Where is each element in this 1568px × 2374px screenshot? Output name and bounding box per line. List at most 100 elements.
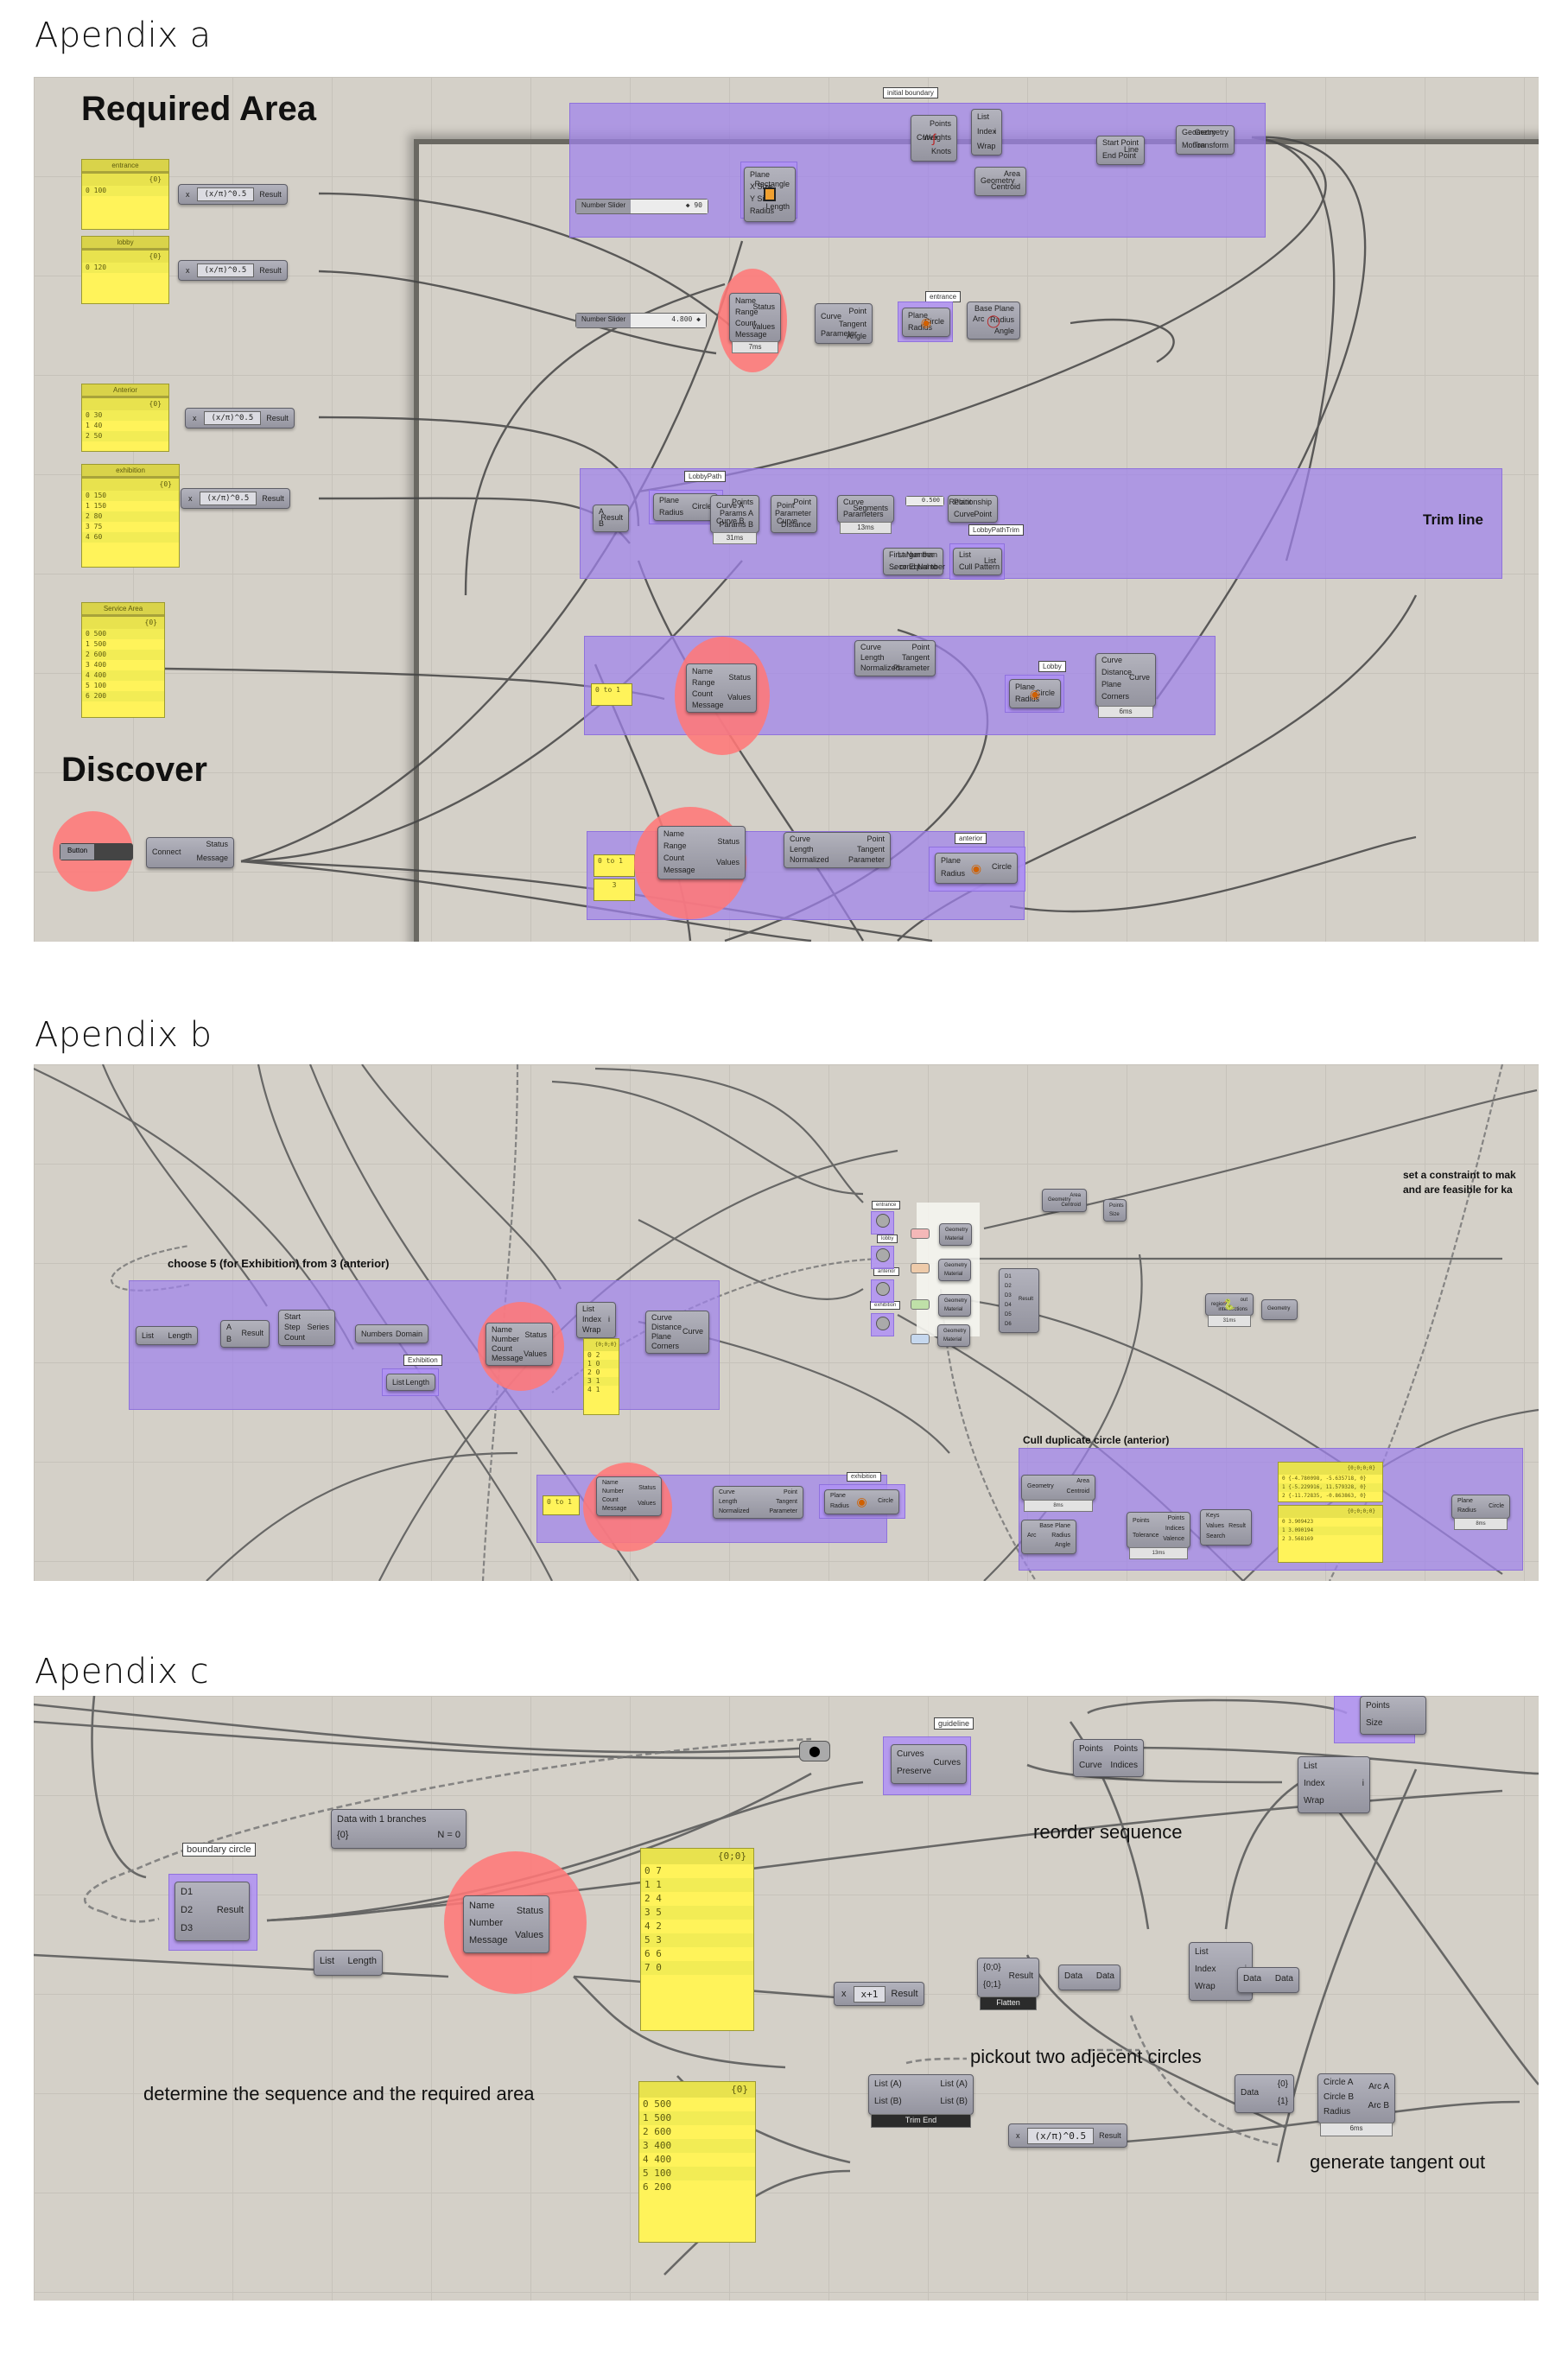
range-input-lobby[interactable]: 0 to 1 xyxy=(591,683,632,706)
circle-component-lobby[interactable]: Plane Radius Circle ◉ xyxy=(1009,679,1061,708)
custom-preview-2[interactable]: Geometry Material xyxy=(938,1259,971,1281)
evaluate-length-component-1[interactable]: Curve Length Normalized Point Tangent Pa… xyxy=(854,640,936,676)
point-list-component-b[interactable]: Points Size xyxy=(1103,1199,1127,1222)
bounds-component[interactable]: Numbers Domain xyxy=(355,1324,429,1343)
discover-button[interactable]: Button xyxy=(60,843,134,860)
merge-component-b[interactable]: D1 D2 D3 D4 D5 D6 Result xyxy=(999,1268,1039,1333)
circle-component-anterior[interactable]: Plane Radius Circle ◉ xyxy=(935,853,1018,884)
curve-curve-intersection-component[interactable]: Curve A Curve B Points Params A Params B… xyxy=(710,495,759,544)
circle-component-lobbypath[interactable]: Plane Radius Circle xyxy=(653,493,718,521)
offset-curve-component-b[interactable]: Curve Distance Plane Corners Curve xyxy=(645,1311,709,1354)
circle-component-entrance[interactable]: Plane Radius Circle ◉ xyxy=(902,308,950,337)
list-length-component-b1[interactable]: List Length xyxy=(136,1326,198,1345)
range-input-anterior[interactable]: 0 to 1 xyxy=(594,854,635,877)
gene-pool-component-1[interactable]: Name Range Count Message Status Values 7… xyxy=(729,293,781,353)
custom-preview-4[interactable]: Geometry Material xyxy=(937,1324,970,1347)
data-param-1[interactable]: Data Data xyxy=(1058,1965,1120,1990)
rectangle-component[interactable]: Plane X Size Y Size Radius Rectangle Len… xyxy=(744,167,796,222)
line-component[interactable]: Start Point End Point Line xyxy=(1096,136,1145,165)
gene-pool-component-2[interactable]: Name Range Count Message Status Values xyxy=(686,663,757,713)
panel-entrance[interactable]: entrance {0} 0 100 xyxy=(81,159,169,230)
deconstruct-arc-component[interactable]: Arc Base Plane Radius Angle ◯ xyxy=(967,302,1020,340)
data-tree-viewer[interactable]: Data with 1 branches {0} N = 0 xyxy=(331,1809,467,1849)
evaluate-length-component-2[interactable]: Curve Length Normalized Point Tangent Pa… xyxy=(784,832,891,868)
canvas-appendix-b[interactable]: choose 5 (for Exhibition) from 3 (anteri… xyxy=(34,1064,1539,1581)
custom-preview-1[interactable]: Geometry Material xyxy=(939,1223,972,1246)
data-param-2[interactable]: Data Data xyxy=(1237,1967,1299,1993)
list-length-component-c[interactable]: List Length xyxy=(314,1950,383,1976)
cull-duplicates-component[interactable]: Points Tolerance Points Indices Valence … xyxy=(1127,1512,1190,1559)
panel-lobby[interactable]: lobby {0} 0 120 xyxy=(81,236,169,304)
gene-pool-component-c[interactable]: Name Number Message Status Values xyxy=(463,1895,549,1953)
control-points-component[interactable]: Curve Points Weights Knots ∫ xyxy=(911,115,957,162)
series-component[interactable]: Start Step Count Series xyxy=(278,1310,335,1346)
colour-swatch-3[interactable] xyxy=(911,1299,930,1310)
group-cull-duplicate[interactable] xyxy=(1019,1448,1523,1571)
area-component-cull[interactable]: Geometry Area Centroid 8ms xyxy=(1021,1475,1095,1512)
larger-than-component[interactable]: First Number Second Number Larger than .… xyxy=(883,548,945,575)
flatten-merge-component[interactable]: {0;0} {0;1} Result Flatten xyxy=(977,1958,1039,2010)
explode-tree-component[interactable]: Data {0} {1} xyxy=(1235,2074,1294,2113)
cull-pattern-component[interactable]: List Cull Pattern List xyxy=(953,548,1002,575)
panel-radii[interactable]: {0;0;0;0} 0 3.909423 1 3.090194 2 3.5681… xyxy=(1278,1505,1383,1563)
connect-component[interactable]: Connect Status Message xyxy=(146,837,234,868)
panel-exhibition[interactable]: exhibition {0} 0 150 1 150 2 80 3 75 4 6… xyxy=(81,464,180,568)
python-script-component[interactable]: regions out intersections 31ms 🐍 xyxy=(1205,1293,1254,1327)
area-component[interactable]: Geometry Area Centroid xyxy=(974,167,1026,196)
constant-input-anterior[interactable]: 3 xyxy=(594,879,635,901)
panel-anterior[interactable]: Anterior {0} 0 30 1 40 2 50 xyxy=(81,384,169,452)
panel-centroid-points[interactable]: {0;0;0;0} 0 {-4.780098, -5.635718, 0} 1 … xyxy=(1278,1462,1383,1502)
curve-param-c[interactable]: ⬤ xyxy=(799,1741,830,1761)
list-length-component-b2[interactable]: List Length xyxy=(386,1374,435,1391)
list-item-component-b[interactable]: List Index Wrap i xyxy=(576,1302,616,1338)
deconstruct-arc-cull[interactable]: Arc Base Plane Radius Angle xyxy=(1021,1520,1076,1554)
circle-component-b[interactable]: Plane Radius Circle ◉ xyxy=(824,1489,899,1514)
addition-component[interactable]: A B Result xyxy=(593,505,629,532)
list-item-component[interactable]: List Index Wrap i xyxy=(971,109,1002,156)
curve-param-icon-1 xyxy=(876,1214,890,1228)
tag-exhibition-circle: exhibition xyxy=(847,1472,881,1482)
circle-component-cull[interactable]: Plane Radius Circle 8ms xyxy=(1451,1495,1510,1530)
canvas-appendix-c[interactable]: reorder sequence pickout two adjecent ci… xyxy=(34,1696,1539,2301)
evaluate-length-component-b[interactable]: Curve Length Normalized Point Tangent Pa… xyxy=(713,1486,803,1519)
trim-end-component[interactable]: List (A) List (B) List (A) List (B) Trim… xyxy=(868,2074,974,2128)
sift-component[interactable]: Keys Values Search Result xyxy=(1200,1509,1252,1546)
panel-index-values[interactable]: {0;0;0} 0 2 1 0 2 0 3 1 4 1 xyxy=(583,1338,619,1415)
addition-component-b[interactable]: A B Result xyxy=(220,1320,270,1348)
colour-swatch-4[interactable] xyxy=(911,1334,930,1344)
shatter-component[interactable]: Curve Parameters Segments 13ms xyxy=(837,495,894,534)
canvas-appendix-a[interactable]: Required Area Discover entrance {0} 0 10… xyxy=(34,77,1539,942)
move-component[interactable]: Geometry Motion Geometry Transform xyxy=(1176,125,1235,155)
evaluate-curve-component[interactable]: Curve Parameter Point Tangent Angle xyxy=(815,303,873,344)
panel-required-area[interactable]: {0} 0 500 1 500 2 600 3 400 4 400 5 100 … xyxy=(638,2081,756,2243)
curve-closest-point-component[interactable]: Point Curve Point Parameter Distance xyxy=(771,495,817,533)
point-list-component-c[interactable]: Points Size xyxy=(1360,1696,1426,1735)
gene-pool-component-b2[interactable]: Name Number Count Message Status Values xyxy=(596,1476,662,1516)
range-input-exhibition[interactable]: 0 to 1 xyxy=(543,1495,580,1515)
tangent-arcs-component[interactable]: Circle A Circle B Radius Arc A Arc B 6ms xyxy=(1317,2073,1395,2136)
point-in-curve-component[interactable]: Point Curve Relationship Point xyxy=(948,495,998,523)
panel-sequence[interactable]: {0;0} 0 7 1 1 2 4 3 5 4 2 5 3 6 6 7 0 xyxy=(640,1848,754,2031)
custom-preview-3[interactable]: Geometry Material xyxy=(938,1294,971,1317)
area-component-b2[interactable]: Geometry xyxy=(1261,1299,1298,1320)
offset-curve-component-1[interactable]: Curve Distance Plane Corners Curve 6ms xyxy=(1095,653,1156,718)
colour-swatch-1[interactable] xyxy=(911,1228,930,1239)
join-curves-component[interactable]: Curves Preserve Curves xyxy=(891,1744,967,1784)
gene-pool-component-3[interactable]: Name Range Count Message Status Values xyxy=(657,826,746,879)
sort-along-curve-component[interactable]: Points Curve Points Indices xyxy=(1073,1739,1144,1777)
colour-swatch-2[interactable] xyxy=(911,1263,930,1273)
merge-component-c[interactable]: D1 D2 D3 Result xyxy=(175,1882,250,1941)
number-slider-size[interactable]: Number Slider◆ 90 xyxy=(575,199,708,214)
list-item-component-c1[interactable]: List Index Wrap i xyxy=(1298,1756,1370,1813)
mini-slider[interactable]: 0.500 xyxy=(905,496,944,506)
panel-service-area[interactable]: Service Area {0} 0 500 1 500 2 600 3 400… xyxy=(81,602,165,718)
area-component-b[interactable]: Geometry Area Centroid xyxy=(1042,1189,1087,1212)
gene-pool-component-b1[interactable]: Name Number Count Message Status Values xyxy=(486,1323,553,1366)
